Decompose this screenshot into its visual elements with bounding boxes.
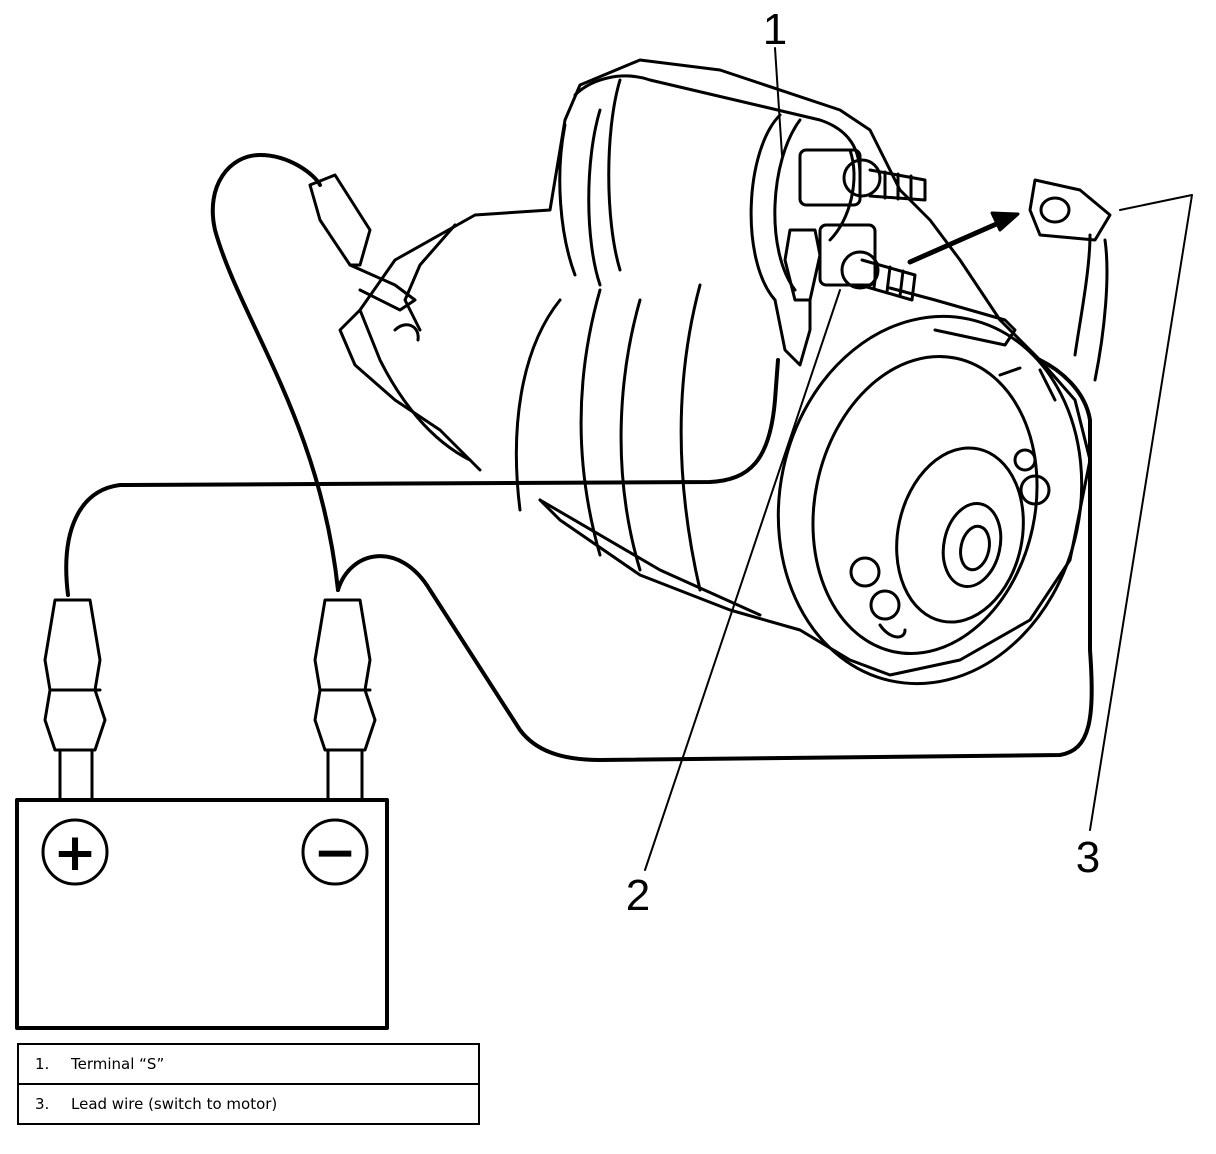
leader-line-3 xyxy=(1089,194,1193,831)
positive-lead-wire xyxy=(64,358,780,597)
through-bolt xyxy=(849,556,881,588)
starter-motor xyxy=(338,58,1092,686)
leader-line-1 xyxy=(774,47,783,156)
battery xyxy=(15,798,389,1030)
terminal-s-clip xyxy=(783,228,822,302)
legend-cell: 3. Lead wire (switch to motor) xyxy=(17,1083,480,1125)
callout-2: 2 xyxy=(626,871,650,920)
callout-3: 3 xyxy=(1076,833,1100,882)
lead-wire-switch-to-motor xyxy=(1028,178,1112,382)
callout-1: 1 xyxy=(763,5,787,54)
terminal-s xyxy=(798,148,927,207)
disconnect-arrow xyxy=(907,215,1013,265)
starter-body-outline xyxy=(358,58,1092,677)
positive-symbol: + xyxy=(53,823,97,883)
negative-clamp xyxy=(313,598,377,802)
negative-symbol: − xyxy=(313,823,357,883)
legend-label: Lead wire (switch to motor) xyxy=(71,1095,278,1113)
legend-row: 1. Terminal “S” xyxy=(17,1043,480,1085)
leader-line-2 xyxy=(644,289,841,871)
solenoid-end-cap xyxy=(749,113,782,302)
legend-table: 1. Terminal “S” 3. Lead wire (switch to mo… xyxy=(17,1043,480,1125)
legend-number: 1. xyxy=(35,1055,50,1073)
through-bolt xyxy=(1019,474,1051,506)
end-bearing xyxy=(895,446,1025,624)
drive-housing xyxy=(338,308,482,472)
positive-clamp xyxy=(43,598,107,802)
legend-number: 3. xyxy=(35,1095,50,1113)
end-frame xyxy=(776,314,1084,686)
negative-lead-wire xyxy=(336,358,1094,762)
positive-terminal-symbol xyxy=(41,818,109,886)
legend-label: Terminal “S” xyxy=(71,1055,165,1073)
body-ground-wire xyxy=(210,153,340,592)
negative-terminal-symbol xyxy=(301,818,369,886)
legend-cell: 1. Terminal “S” xyxy=(17,1043,480,1085)
legend-row: 3. Lead wire (switch to motor) xyxy=(17,1083,480,1125)
